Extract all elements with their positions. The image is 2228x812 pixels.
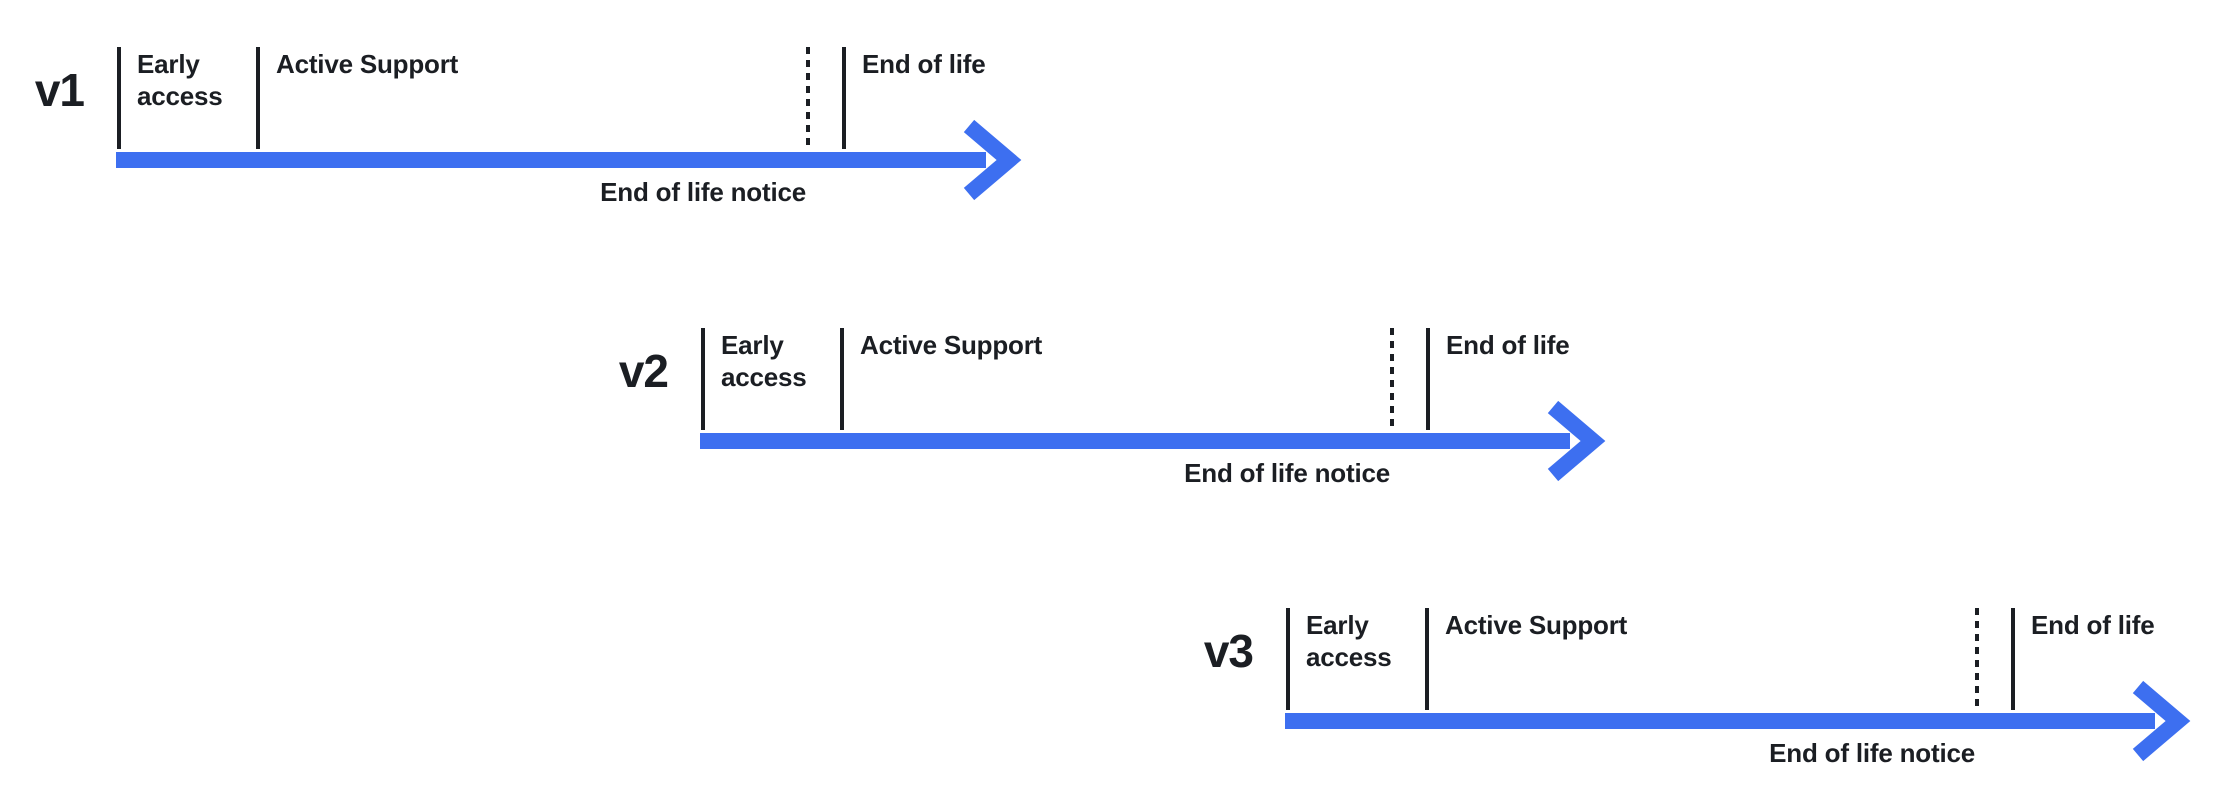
active-support-label: Active Support	[860, 330, 1043, 360]
timeline-arrow	[116, 119, 1022, 201]
arrow-head-icon	[1547, 400, 1606, 482]
active-support-label: Active Support	[1445, 610, 1628, 640]
timeline-v1: v1 Early access Active Support End of li…	[35, 47, 1048, 212]
active-support-label: Active Support	[276, 49, 459, 79]
end-of-life-label: End of life	[862, 49, 986, 79]
active-support-start-tick	[840, 328, 844, 430]
end-of-life-notice-dashed-tick	[1390, 328, 1394, 430]
version-label-v3: v3	[1203, 625, 1254, 677]
timeline-v2: v2 Early access Active Support End of li…	[619, 328, 1632, 493]
timeline-arrow	[1285, 680, 2191, 762]
end-of-life-tick	[1426, 328, 1430, 430]
end-of-life-notice-dashed-tick	[806, 47, 810, 149]
end-of-life-label: End of life	[1446, 330, 1570, 360]
early-access-label: Early access	[721, 330, 807, 392]
early-access-start-tick	[701, 328, 705, 430]
end-of-life-notice-label: End of life notice	[1769, 738, 1975, 768]
early-access-label: Early access	[1306, 610, 1392, 672]
arrow-head-icon	[2132, 680, 2191, 762]
end-of-life-tick	[842, 47, 846, 149]
end-of-life-notice-label: End of life notice	[600, 177, 806, 207]
active-support-start-tick	[256, 47, 260, 149]
early-access-start-tick	[1286, 608, 1290, 710]
end-of-life-notice-label: End of life notice	[1184, 458, 1390, 488]
end-of-life-notice-dashed-tick	[1975, 608, 1979, 710]
version-label-v2: v2	[618, 345, 669, 397]
end-of-life-tick	[2011, 608, 2015, 710]
active-support-start-tick	[1425, 608, 1429, 710]
early-access-start-tick	[117, 47, 121, 149]
version-label-v1: v1	[34, 64, 85, 116]
arrow-head-icon	[963, 119, 1022, 201]
early-access-label: Early access	[137, 49, 223, 111]
end-of-life-label: End of life	[2031, 610, 2155, 640]
timeline-arrow	[700, 400, 1606, 482]
timeline-v3: v3 Early access Active Support End of li…	[1204, 608, 2217, 773]
